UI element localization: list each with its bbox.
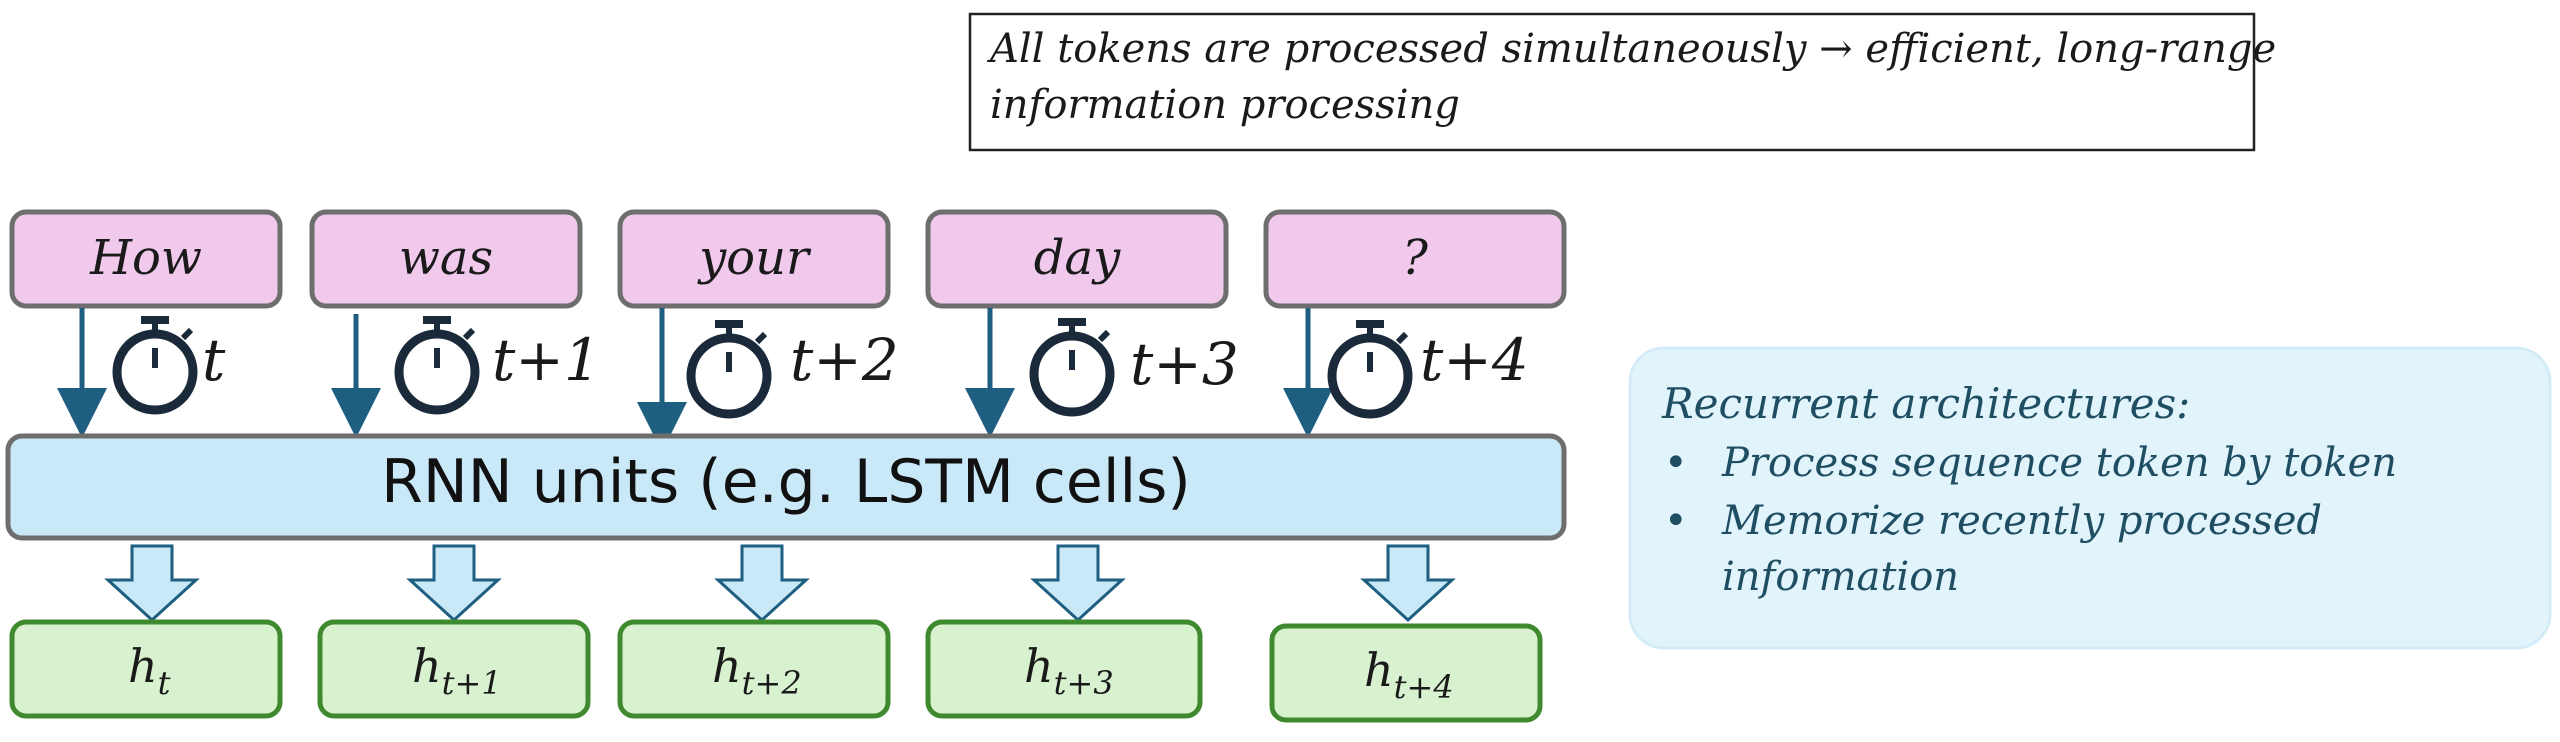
output-row: ht ht+1 ht+2 ht+3 ht+4 [9,619,1543,723]
token-label: How [89,230,202,286]
output-arrow [714,544,810,623]
output-box-shape [317,619,591,719]
output-label-main: h [128,639,158,693]
recurrent-info-panel: Recurrent architectures: • Process seque… [1628,346,2552,650]
output-box-shape [925,619,1203,719]
stopwatch-icon [686,320,772,419]
output-label: ht+1 [412,639,502,702]
output-label-main: h [1364,643,1394,697]
parallel-note-box [968,12,2256,152]
output-box-shape [1269,623,1543,723]
token-box-shape [1263,209,1567,309]
output-label-sub: t [158,664,171,702]
parallel-note-line1: All tokens are processed simultaneously … [986,26,2276,72]
bullet-dot-icon: • [1664,440,1688,486]
token-label: day [1034,230,1121,286]
token-box-shape [925,209,1229,309]
output-label: ht+3 [1024,639,1114,702]
recurrent-info-bullet2-line2: information [1722,554,1959,600]
token-row: How was your day ? [9,209,1567,309]
stopwatch-icon [112,316,198,415]
token-box: day [925,209,1229,309]
output-box-shape [9,619,283,719]
token-box: How [9,209,283,309]
token-box: your [617,209,891,309]
parallel-note: All tokens are processed simultaneously … [968,12,2276,152]
token-label: your [697,230,812,286]
output-box: ht+1 [317,619,591,719]
rnn-units-label: RNN units (e.g. LSTM cells) [381,447,1191,517]
output-box: ht [9,619,283,719]
time-label: t+2 [790,326,899,394]
output-label-sub: t+4 [1394,668,1454,706]
output-arrows [104,544,1456,623]
output-label: ht+2 [712,639,802,702]
output-label-sub: t+2 [742,664,802,702]
output-box-shape [617,619,891,719]
output-box: ht+3 [925,619,1203,719]
output-box: ht+2 [617,619,891,719]
parallel-note-line2: information processing [990,82,1460,128]
rnn-units-box [5,433,1567,541]
recurrent-info-box [1628,346,2552,650]
rnn-units-block: RNN units (e.g. LSTM cells) [5,433,1567,541]
stopwatch-icon [1029,318,1115,417]
output-box: ht+4 [1269,623,1543,723]
output-label: ht [128,639,171,702]
token-label: ? [1402,230,1428,286]
bullet-dot-icon: • [1664,498,1688,544]
time-steps: t t+1 t+2 t+3 [112,316,1529,419]
time-label: t+4 [1420,326,1529,394]
time-label: t [202,326,226,394]
output-arrow [1030,544,1126,623]
recurrent-info-bullet2-line1: Memorize recently processed [1721,498,2322,544]
time-label: t+1 [492,326,601,394]
output-label-main: h [1024,639,1054,693]
output-arrow [406,544,502,623]
output-arrow [1360,544,1456,623]
input-arrows [57,308,1333,452]
token-box: was [309,209,583,309]
token-box: ? [1263,209,1567,309]
output-label-main: h [712,639,742,693]
token-box-shape [309,209,583,309]
output-label-sub: t+1 [442,664,502,702]
output-label-sub: t+3 [1054,664,1114,702]
token-label: was [399,230,493,286]
stopwatch-icon [1327,320,1413,419]
output-label-main: h [412,639,442,693]
output-arrow [104,544,200,623]
time-label: t+3 [1130,330,1239,398]
stopwatch-icon [394,316,480,415]
recurrent-info-title: Recurrent architectures: [1661,379,2190,428]
output-label: ht+4 [1364,643,1454,706]
recurrent-info-bullet1: Process sequence token by token [1721,440,2397,486]
token-box-shape [617,209,891,309]
token-box-shape [9,209,283,309]
